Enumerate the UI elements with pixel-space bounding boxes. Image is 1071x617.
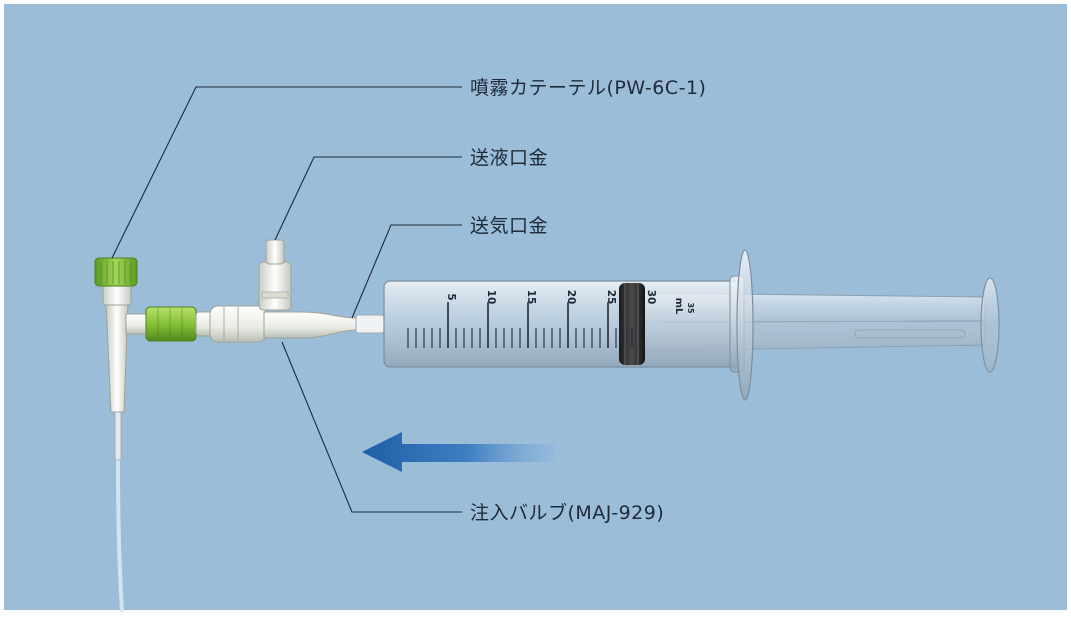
rubber-stopper	[619, 283, 645, 365]
label-spray-catheter: 噴霧カテーテル(PW-6C-1)	[470, 77, 706, 99]
scale-label: 5	[445, 293, 457, 300]
label-injection-valve: 注入バルブ(MAJ-929)	[470, 501, 664, 524]
scale-label: 35	[686, 302, 695, 314]
catheter-tube	[116, 454, 124, 613]
scale-labels: 5 10 15 20 25 30 35	[445, 290, 695, 314]
green-connector	[145, 306, 197, 342]
leader-air-port	[351, 224, 462, 319]
leader-spray-catheter	[111, 86, 462, 259]
scale-label: 30	[645, 290, 657, 305]
liquid-port-body	[258, 261, 292, 311]
label-liquid-port: 送液口金	[470, 147, 548, 169]
leader-lines	[111, 86, 462, 513]
air-port-tip	[355, 314, 385, 334]
catheter-needle	[114, 411, 122, 461]
label-air-port: 送気口金	[470, 215, 548, 237]
scale-label: 15	[525, 290, 537, 305]
barrel-finger-flange	[736, 249, 754, 401]
catheter-cap	[94, 257, 138, 287]
graduation-marks	[407, 302, 633, 348]
scale-label: 25	[605, 290, 617, 305]
scale-label: 20	[565, 290, 577, 305]
spray-catheter	[94, 257, 149, 613]
syringe-barrel: 5 10 15 20 25 30 35 mL	[383, 249, 754, 401]
unit-label: mL	[673, 298, 684, 315]
injection-valve	[195, 239, 385, 343]
scale-label: 10	[485, 290, 497, 305]
leader-injection-valve	[281, 341, 462, 513]
cap-ridges	[100, 261, 132, 284]
liquid-port-tip	[265, 239, 285, 265]
plunger-thumb-press	[980, 277, 1000, 373]
left-arrow-icon	[362, 432, 555, 472]
leader-liquid-port	[274, 156, 462, 241]
catheter-side-arm	[125, 313, 149, 335]
